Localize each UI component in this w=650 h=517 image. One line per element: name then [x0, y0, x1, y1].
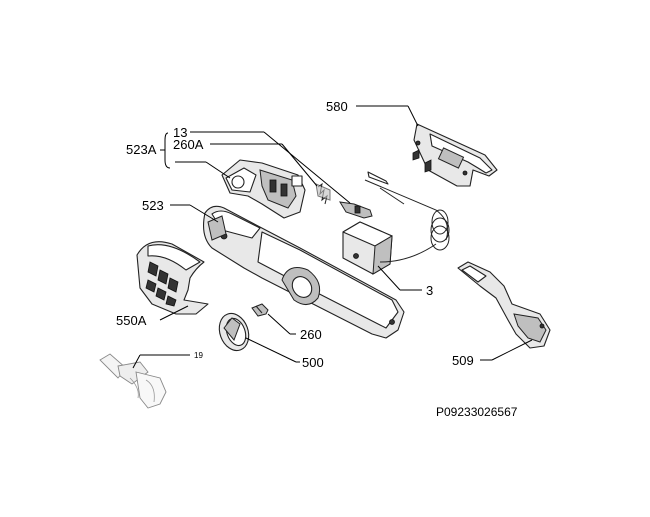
label-523: 523: [142, 198, 164, 213]
part-260A-spring: [315, 182, 331, 205]
part-509-handle: [457, 261, 551, 349]
part-13-terminal: [339, 201, 373, 219]
label-260: 260: [300, 327, 322, 342]
reference-code: P09233026567: [436, 405, 518, 419]
part-13-switch-assembly: [221, 159, 306, 219]
part-19-lamp: [99, 353, 167, 409]
label-3: 3: [426, 283, 433, 298]
part-550A-lamp-cover: [136, 241, 209, 315]
part-260-screw: [251, 303, 269, 317]
label-500: 500: [302, 355, 324, 370]
label-580: 580: [326, 99, 348, 114]
part-3-thermostat: [342, 171, 450, 275]
part-labels: 580 523A 13 260A 523 3 550A 260 500 509 …: [116, 99, 518, 419]
label-260A: 260A: [173, 137, 204, 152]
label-523A: 523A: [126, 142, 157, 157]
part-580-bracket: [412, 123, 498, 187]
label-509: 509: [452, 353, 474, 368]
part-500-knob: [218, 312, 250, 352]
label-550A: 550A: [116, 313, 147, 328]
part-523-housing: [203, 205, 405, 339]
label-13: 13: [173, 125, 187, 140]
label-19: 19: [194, 351, 203, 360]
leader-lines: [132, 105, 533, 369]
